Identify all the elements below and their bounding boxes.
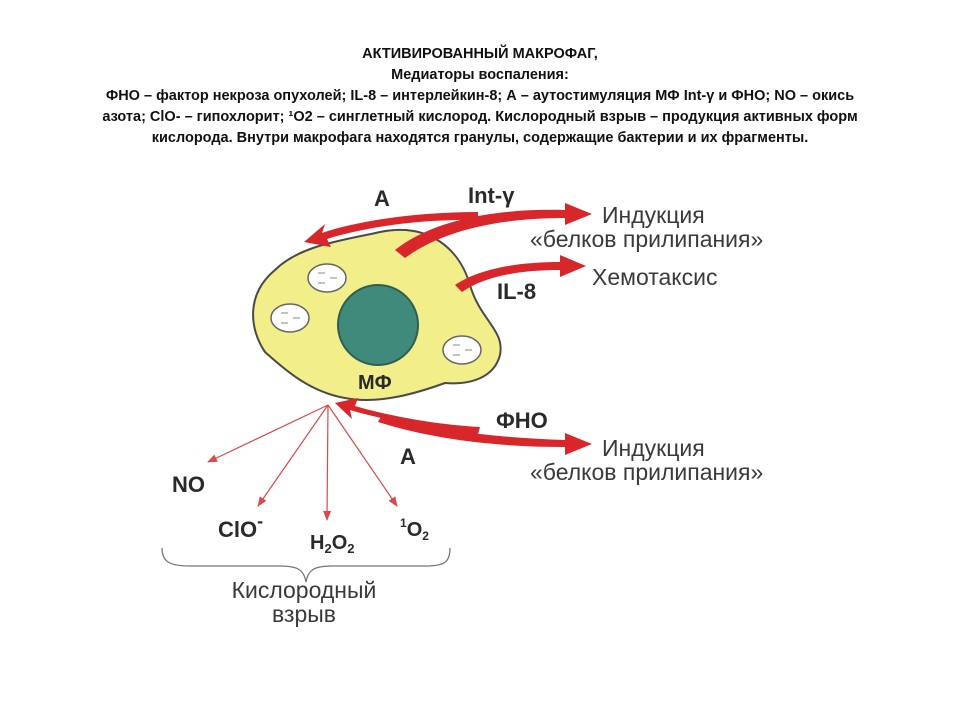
label-chemotaxis: Хемотаксис [592,264,717,290]
label-clo-charge: - [257,511,263,531]
cell-label: МФ [358,372,392,394]
label-a-bottom: А [400,444,416,469]
label-no: NO [172,472,205,497]
arrow-to-induction-bottom [378,415,592,455]
oxygen-burst-brace [161,547,451,583]
caption-text-line-3: кислорода. Внутри макрофага находятся гр… [151,130,809,146]
label-singlet-o2: 1O2 [400,516,429,543]
arrow-autostimulation-top [304,212,478,247]
label-h2o2: H2O2 [310,532,354,556]
label-singlet-o: O [407,519,423,541]
label-oxygen-burst-2: взрыв [272,601,336,627]
label-fno: ФНО [496,408,548,433]
thin-arrow-clo [257,404,329,507]
label-induction-top-1: Индукция [602,202,705,228]
thin-arrow-h2o2 [323,404,332,521]
label-h2o2-sub-a: 2 [324,541,331,556]
arrow-to-induction-top [395,203,592,258]
label-int-gamma: Int-γ [468,183,515,208]
caption-text-line-2: азота; ClO- – гипохлорит; ¹O2 – синглетн… [102,109,858,125]
label-induction-bottom-2: «белков прилипания» [530,459,763,485]
label-singlet-sub: 2 [422,529,429,543]
arrow-to-chemotaxis [455,255,586,292]
caption-title: АКТИВИРОВАННЫЙ МАКРОФАГ, [362,46,598,62]
label-clo-main: ClO [218,517,257,542]
nucleus [337,284,419,366]
label-induction-bottom-1: Индукция [602,435,705,461]
caption-subtitle: Медиаторы воспаления: [391,67,569,83]
granule [270,303,310,333]
label-clo: ClO- [218,511,263,542]
label-h2o2-o: O [332,532,348,554]
arrow-autostimulation-bottom [335,398,480,434]
label-oxygen-burst-1: Кислородный [232,577,377,603]
granule [442,335,482,365]
label-induction-top-2: «белков прилипания» [530,226,763,252]
granule [307,263,347,293]
thin-arrow-singlet-o2 [327,404,398,507]
label-singlet-sup: 1 [400,516,407,530]
label-h2o2-h: H [310,532,324,554]
label-il8: IL-8 [497,279,536,304]
thin-arrow-no [207,404,329,463]
label-h2o2-sub-b: 2 [347,541,354,556]
caption: АКТИВИРОВАННЫЙ МАКРОФАГ, Медиаторы воспа… [60,44,900,149]
label-a-top: А [374,186,390,211]
caption-text-line-1: ФНО – фактор некроза опухолей; IL-8 – ин… [105,88,855,104]
